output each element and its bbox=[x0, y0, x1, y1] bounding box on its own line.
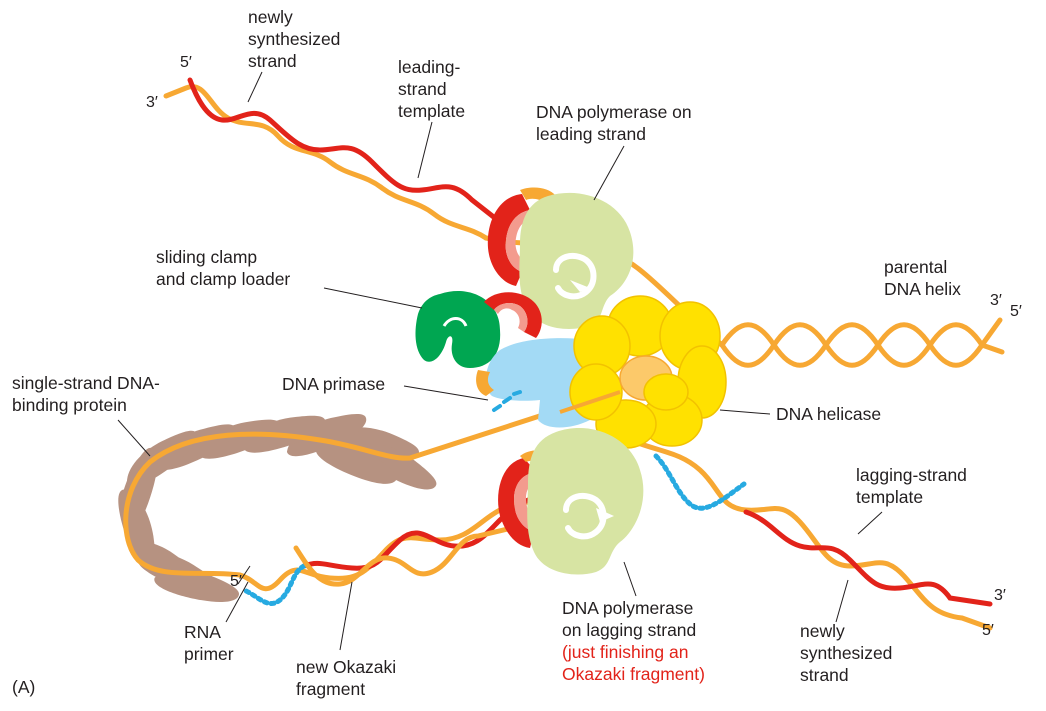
parental-dna-helix bbox=[719, 317, 1005, 368]
label-newly-synthesized-top: newly synthesized strand bbox=[248, 7, 341, 71]
end-bottom-5: 5′ bbox=[982, 622, 994, 639]
end-right-3: 3′ bbox=[990, 292, 1002, 309]
label-parental-helix: parental DNA helix bbox=[884, 257, 961, 299]
label-leading-strand-template: leading- strand template bbox=[398, 57, 466, 121]
end-loop-5: 5′ bbox=[230, 573, 242, 590]
end-right-5: 5′ bbox=[1010, 303, 1022, 320]
label-primase: DNA primase bbox=[282, 374, 386, 394]
leader-lines bbox=[117, 71, 883, 651]
label-polymerase-lagging: DNA polymerase on lagging strand (just f… bbox=[562, 598, 705, 684]
label-rna-primer: RNA primer bbox=[184, 622, 234, 664]
clamp-loader bbox=[415, 291, 501, 368]
end-bottom-3: 3′ bbox=[994, 587, 1006, 604]
label-helicase: DNA helicase bbox=[776, 404, 882, 424]
end-top-5: 5′ bbox=[180, 54, 192, 71]
label-polymerase-lagging-note-2: Okazaki fragment) bbox=[562, 664, 705, 684]
label-lagging-template: lagging-strand template bbox=[856, 465, 967, 507]
loading-sliding-clamp bbox=[484, 292, 542, 338]
lagging-polymerase bbox=[527, 428, 644, 575]
lagging-strand-helix bbox=[123, 387, 993, 631]
dna-helicase bbox=[569, 295, 727, 449]
label-polymerase-lagging-note-1: (just finishing an bbox=[562, 642, 689, 662]
label-sliding-clamp: sliding clamp and clamp loader bbox=[156, 247, 291, 289]
end-top-3: 3′ bbox=[146, 94, 158, 111]
panel-label: (A) bbox=[12, 677, 36, 697]
label-new-okazaki: new Okazaki fragment bbox=[296, 657, 397, 699]
label-newly-synthesized-bottom: newly synthesized strand bbox=[800, 621, 893, 685]
helicase-threading-strand bbox=[559, 390, 621, 414]
leading-polymerase bbox=[519, 192, 634, 329]
label-polymerase-leading: DNA polymerase on leading strand bbox=[536, 102, 692, 144]
label-ssb: single-strand DNA- binding protein bbox=[12, 373, 160, 415]
